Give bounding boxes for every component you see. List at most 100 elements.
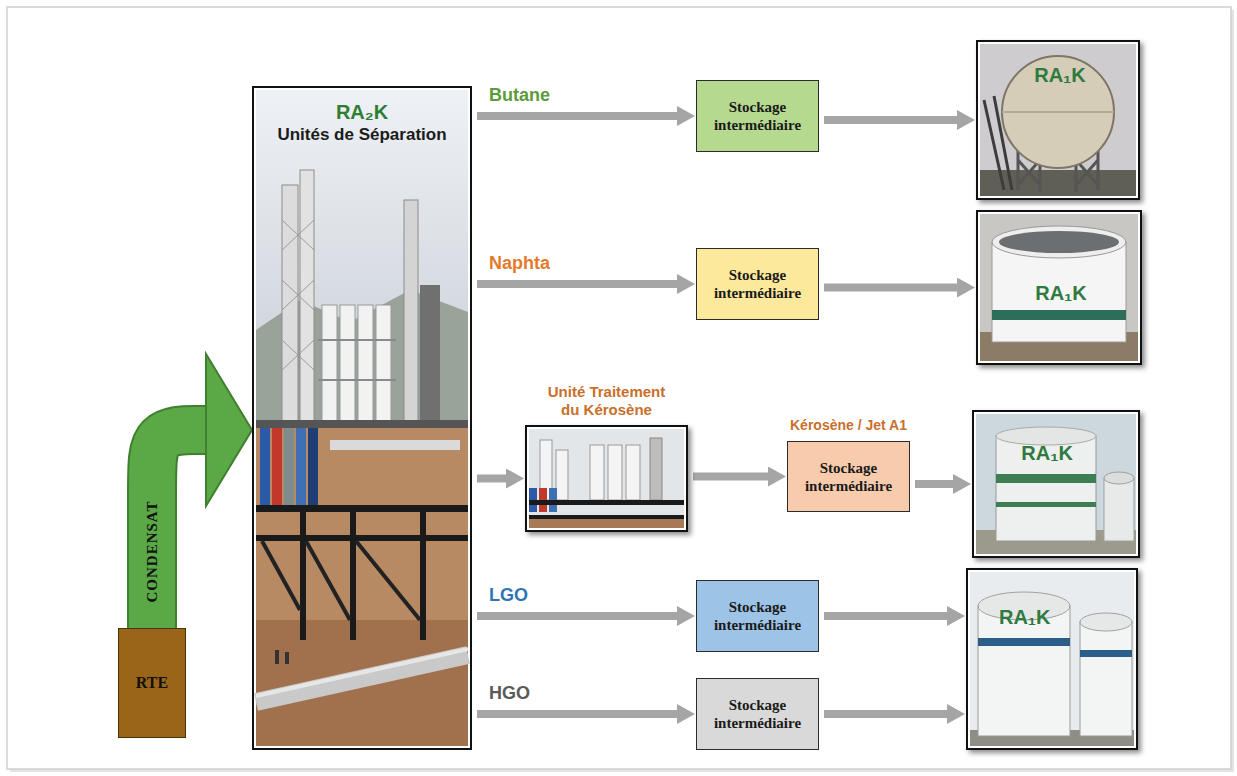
kerosene-unit-photo-part bbox=[529, 515, 684, 519]
flow-line bbox=[824, 710, 951, 718]
product-arrow bbox=[477, 284, 681, 285]
tank-label: RA₁K bbox=[1034, 64, 1086, 87]
flow-line bbox=[477, 710, 681, 718]
box-heading: Unité Traitement du Kérosène bbox=[539, 383, 674, 419]
flow-line bbox=[693, 473, 772, 481]
storage-box: Stockage intermédiaire bbox=[696, 80, 819, 152]
refinery-photo-part bbox=[256, 620, 468, 746]
naphta-tank-photo-part bbox=[999, 231, 1119, 253]
feed-arrow bbox=[152, 354, 252, 628]
flow-label: CONDENSAT bbox=[144, 500, 161, 602]
kerosene-unit-photo-part bbox=[529, 500, 684, 505]
product-name: LGO bbox=[489, 585, 528, 606]
refinery-photo bbox=[256, 90, 468, 746]
box-label: Stockage intermédiaire bbox=[794, 459, 903, 495]
flow-line bbox=[824, 116, 961, 124]
refinery-photo-part bbox=[300, 505, 306, 640]
feed-arrow-shaft bbox=[152, 430, 208, 628]
flow-arrow bbox=[824, 120, 961, 121]
tank-photo: RA₁K bbox=[972, 410, 1140, 558]
gasoil-tanks-photo bbox=[970, 572, 1134, 746]
tank-label: RA₁K bbox=[999, 606, 1051, 629]
kerosene-tank-photo-part bbox=[1104, 478, 1134, 541]
unit-photo-frame: RA₂KUnités de Séparation bbox=[252, 86, 472, 750]
kerosene-unit-photo-part bbox=[608, 445, 622, 500]
refinery-photo-part bbox=[308, 428, 318, 508]
refinery-photo-part bbox=[420, 285, 440, 425]
product-arrow bbox=[477, 616, 681, 617]
refinery-photo-part bbox=[262, 541, 420, 620]
kerosene-unit-photo-part bbox=[626, 445, 640, 500]
refinery-photo-part bbox=[300, 170, 314, 425]
flow-arrow bbox=[915, 484, 957, 485]
kerosene-tank-photo-part bbox=[996, 474, 1096, 483]
product-name: Naphta bbox=[489, 253, 550, 274]
gasoil-tanks-photo-part bbox=[1080, 650, 1132, 657]
gasoil-tanks-photo-part bbox=[970, 572, 1134, 746]
butane-sphere-photo-part bbox=[980, 44, 1136, 196]
refinery-photo-part bbox=[272, 428, 282, 508]
gasoil-tanks-photo-part bbox=[1080, 613, 1132, 631]
unit-title: Unités de Séparation bbox=[277, 124, 446, 146]
flow-line bbox=[824, 612, 951, 620]
kerosene-unit-photo-part bbox=[590, 445, 604, 500]
butane-sphere-photo bbox=[980, 44, 1136, 196]
refinery-photo-part bbox=[404, 200, 418, 425]
gasoil-tanks-photo-part bbox=[1080, 622, 1132, 736]
box-label: Stockage intermédiaire bbox=[703, 598, 812, 634]
tank-label: RA₁K bbox=[1035, 282, 1087, 305]
refinery-photo-part bbox=[275, 650, 279, 664]
refinery-photo-part bbox=[256, 505, 468, 512]
refinery-photo-part bbox=[256, 649, 468, 696]
refinery-photo-part bbox=[296, 428, 306, 508]
storage-box: Kérosène / Jet A1Stockage intermédiaire bbox=[787, 441, 910, 512]
kerosene-unit-photo-part bbox=[529, 519, 684, 528]
refinery-photo-part bbox=[358, 305, 373, 425]
flow-line bbox=[477, 475, 510, 483]
storage-box: Stockage intermédiaire bbox=[696, 580, 819, 652]
gasoil-tanks-photo-part bbox=[978, 606, 1070, 736]
refinery-photo-part bbox=[330, 440, 460, 450]
kerosene-unit-photo-part bbox=[529, 429, 684, 528]
box-label: Stockage intermédiaire bbox=[703, 98, 812, 134]
box-heading: Kérosène / Jet A1 bbox=[790, 417, 907, 434]
flow-arrow bbox=[477, 478, 510, 479]
product-arrow bbox=[477, 714, 681, 715]
tank-photo: RA₁K bbox=[966, 568, 1138, 750]
source-box: RTE bbox=[118, 628, 186, 738]
refinery-photo-part bbox=[340, 305, 355, 425]
flow-arrow bbox=[824, 714, 951, 715]
butane-sphere-photo-part bbox=[984, 96, 1012, 190]
kerosene-unit-photo-part bbox=[556, 450, 568, 500]
refinery-photo-part bbox=[322, 305, 337, 425]
naphta-tank-photo-part bbox=[992, 226, 1126, 258]
page-frame-part bbox=[7, 7, 1231, 769]
feed-arrow-head bbox=[206, 354, 252, 506]
naphta-tank-photo-part bbox=[992, 310, 1126, 320]
refinery-photo-part bbox=[256, 420, 468, 620]
refinery-photo-part bbox=[256, 535, 468, 541]
flow-arrow bbox=[824, 287, 961, 288]
gasoil-tanks-photo-part bbox=[978, 638, 1070, 646]
box-label: Stockage intermédiaire bbox=[703, 266, 812, 302]
refinery-photo-part bbox=[420, 505, 426, 640]
page-frame bbox=[7, 7, 1234, 772]
product-name: HGO bbox=[489, 683, 530, 704]
storage-box: Stockage intermédiaire bbox=[696, 248, 819, 320]
refinery-photo-part bbox=[282, 185, 298, 425]
storage-box: Stockage intermédiaire bbox=[696, 678, 819, 750]
refinery-photo-part bbox=[260, 428, 270, 508]
flow-line bbox=[477, 280, 681, 288]
refinery-photo-part bbox=[256, 420, 468, 428]
kerosene-unit-photo bbox=[529, 429, 684, 528]
flow-arrow bbox=[824, 616, 951, 617]
flow-line bbox=[824, 284, 961, 292]
naphta-tank-photo bbox=[980, 214, 1138, 361]
kerosene-tank-photo-part bbox=[996, 502, 1096, 507]
flow-arrow bbox=[693, 476, 772, 477]
flow-line bbox=[477, 612, 681, 620]
unit-photo: Unité Traitement du Kérosène bbox=[525, 425, 688, 532]
